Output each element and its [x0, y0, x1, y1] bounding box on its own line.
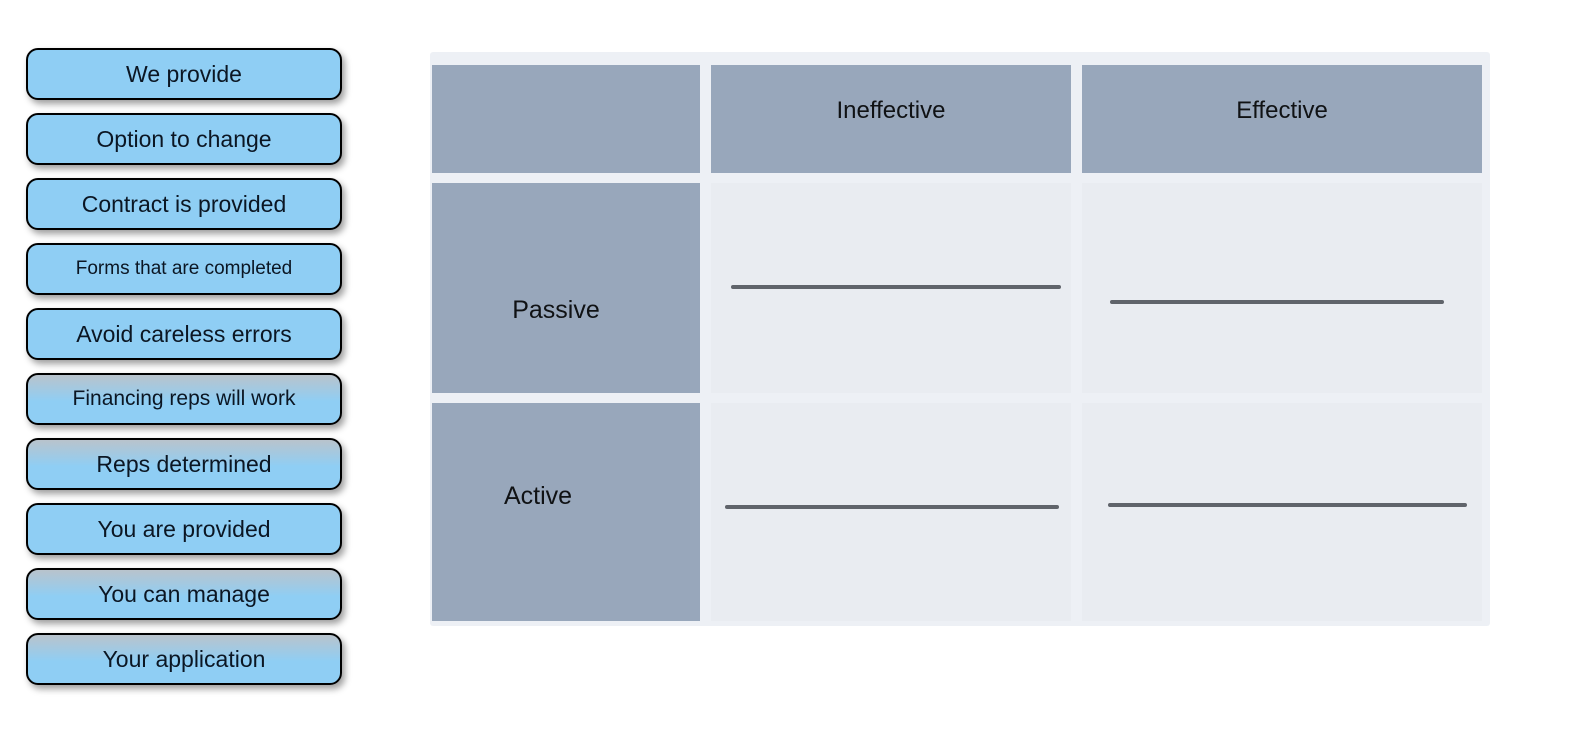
- column-header-label: Ineffective: [836, 97, 946, 124]
- dropzone-active-ineffective[interactable]: [725, 505, 1059, 509]
- draggable-tile[interactable]: Financing reps will work: [26, 373, 342, 425]
- dropzone-active-effective[interactable]: [1108, 502, 1467, 507]
- dropzone-passive-effective[interactable]: [1110, 300, 1444, 304]
- dropzone-passive-ineffective[interactable]: [731, 285, 1061, 289]
- tile-label: Financing reps will work: [72, 387, 296, 410]
- column-header-effective: Effective: [1082, 65, 1482, 173]
- draggable-tile[interactable]: Option to change: [26, 113, 342, 165]
- cell-active-ineffective: [711, 403, 1071, 621]
- row-header-label: Passive: [512, 295, 600, 324]
- draggable-tile[interactable]: Forms that are completed: [26, 243, 342, 295]
- cell-passive-effective: [1082, 183, 1482, 393]
- matrix-table: Ineffective Effective Passive Active: [430, 52, 1490, 626]
- draggable-tile[interactable]: Avoid careless errors: [26, 308, 342, 360]
- draggable-tile[interactable]: Reps determined: [26, 438, 342, 490]
- cell-active-effective: [1082, 403, 1482, 621]
- column-header-label: Effective: [1236, 97, 1328, 124]
- tile-label: You are provided: [97, 515, 271, 542]
- corner-cell: [432, 65, 700, 173]
- column-header-ineffective: Ineffective: [711, 65, 1071, 173]
- row-header-active: Active: [432, 403, 700, 621]
- tile-label: You can manage: [98, 580, 270, 607]
- tile-label: We provide: [126, 60, 242, 87]
- draggable-tile[interactable]: You can manage: [26, 568, 342, 620]
- tile-label: Forms that are completed: [75, 258, 293, 279]
- row-header-passive: Passive: [432, 183, 700, 393]
- tile-label: Option to change: [96, 125, 272, 152]
- tile-label: Avoid careless errors: [76, 320, 292, 347]
- draggable-tile[interactable]: Your application: [26, 633, 342, 685]
- tile-label: Your application: [102, 645, 266, 672]
- tile-label: Reps determined: [96, 450, 272, 477]
- draggable-tile[interactable]: We provide: [26, 48, 342, 100]
- draggable-tile[interactable]: You are provided: [26, 503, 342, 555]
- draggable-tile[interactable]: Contract is provided: [26, 178, 342, 230]
- row-header-label: Active: [503, 481, 573, 510]
- cell-passive-ineffective: [711, 183, 1071, 393]
- tile-list: We provide Option to change Contract is …: [26, 48, 342, 698]
- tile-label: Contract is provided: [81, 190, 287, 217]
